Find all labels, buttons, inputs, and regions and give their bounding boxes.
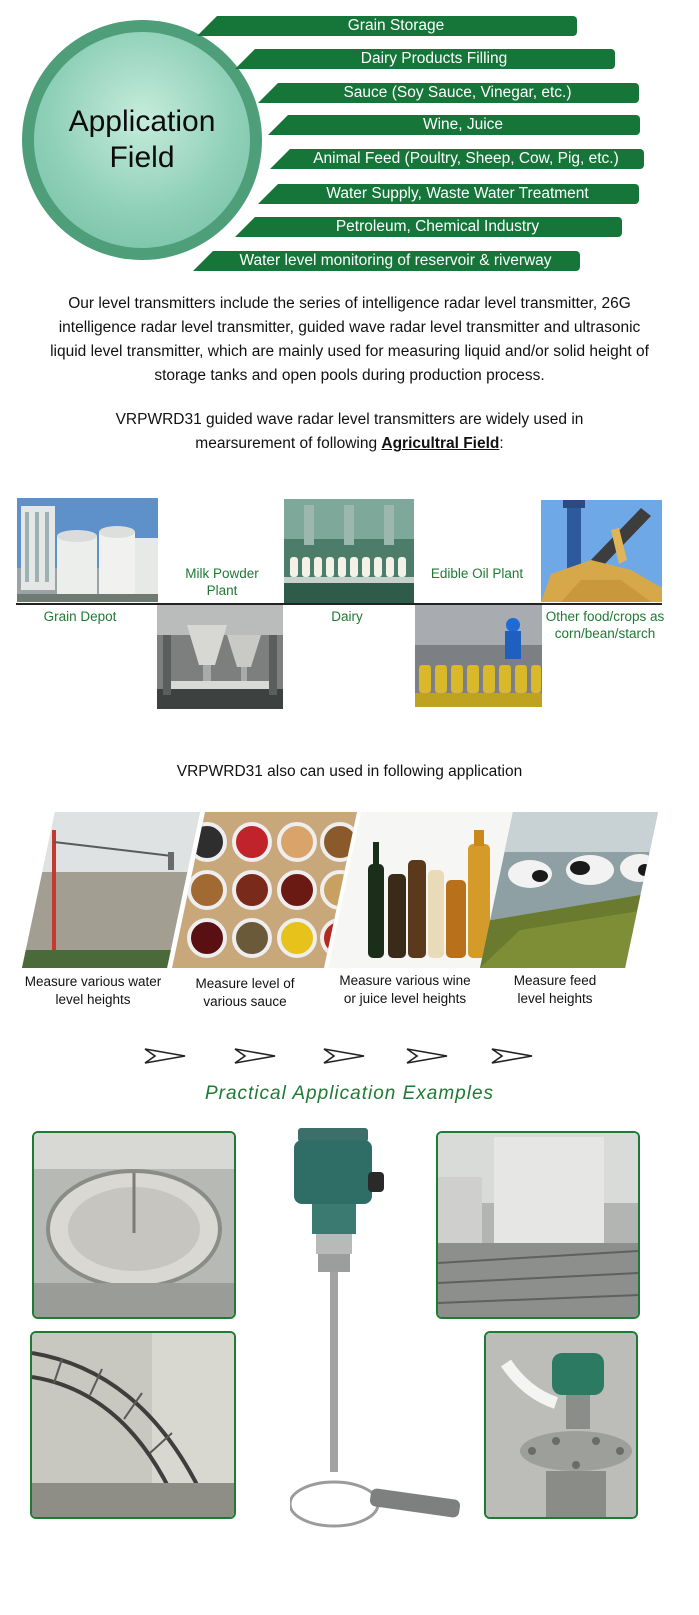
sauce-photo bbox=[172, 812, 357, 968]
edible-oil-caption: Edible Oil Plant bbox=[430, 566, 524, 581]
grain-depot-photo bbox=[17, 498, 158, 602]
dairy-caption: Dairy bbox=[331, 609, 363, 624]
application-field-circle-inner: Application Field bbox=[34, 32, 250, 248]
application-field-section: Application Field Grain Storage Dairy Pr… bbox=[0, 0, 699, 290]
radar-level-transmitter-product bbox=[290, 1128, 461, 1528]
agricultural-intro: VRPWRD31 guided wave radar level transmi… bbox=[90, 408, 609, 456]
field-item-label: Animal Feed (Poultry, Sheep, Cow, Pig, e… bbox=[313, 150, 619, 167]
other-food-photo bbox=[541, 500, 662, 602]
field-item-dairy-filling: Dairy Products Filling bbox=[235, 49, 615, 69]
milk-powder-caption: Milk Powder Plant bbox=[185, 566, 259, 598]
field-item-label: Dairy Products Filling bbox=[360, 50, 508, 67]
field-item-label: Sauce (Soy Sauce, Vinegar, etc.) bbox=[343, 84, 572, 101]
arrow-right-icon bbox=[144, 1048, 186, 1064]
dairy-photo bbox=[284, 499, 414, 603]
sauce-caption: Measure level of various sauce bbox=[195, 976, 295, 1009]
field-item-label: Wine, Juice bbox=[422, 116, 504, 133]
agricultural-intro-text: VRPWRD31 guided wave radar level transmi… bbox=[115, 411, 584, 452]
field-item-label: Water level monitoring of reservoir & ri… bbox=[239, 252, 552, 269]
wine-juice-caption: Measure various wine or juice level heig… bbox=[339, 973, 471, 1006]
field-item-label: Water Supply, Waste Water Treatment bbox=[326, 185, 589, 202]
feed-caption: Measure feed level heights bbox=[513, 973, 597, 1006]
edible-oil-photo bbox=[415, 605, 542, 707]
wine-juice-photo bbox=[328, 812, 513, 968]
field-item-label: Petroleum, Chemical Industry bbox=[335, 218, 540, 235]
field-item-wine-juice: Wine, Juice bbox=[268, 115, 640, 135]
example-staircase-photo bbox=[30, 1331, 236, 1519]
agricultural-field-link[interactable]: Agricultral Field bbox=[381, 435, 500, 452]
example-tank-top-photo bbox=[32, 1131, 236, 1319]
other-food-caption: Other food/crops as corn/bean/starch bbox=[545, 609, 665, 641]
arrow-right-icon bbox=[234, 1048, 276, 1064]
also-heading: VRPWRD31 also can used in following appl… bbox=[176, 763, 523, 780]
water-level-photo bbox=[22, 812, 200, 968]
field-item-label: Grain Storage bbox=[347, 17, 445, 34]
arrow-right-icon bbox=[323, 1048, 365, 1064]
arrow-right-icon bbox=[406, 1048, 448, 1064]
field-item-sauce: Sauce (Soy Sauce, Vinegar, etc.) bbox=[258, 83, 639, 103]
agricultural-gallery: Grain Depot Milk Powder Plant bbox=[0, 495, 699, 715]
field-item-water-monitoring: Water level monitoring of reservoir & ri… bbox=[193, 251, 580, 271]
application-field-title: Application Field bbox=[68, 105, 216, 174]
animal-feed-photo bbox=[480, 812, 658, 968]
grain-depot-caption: Grain Depot bbox=[43, 609, 117, 624]
arrow-right-icon bbox=[491, 1048, 533, 1064]
agricultural-intro-colon: : bbox=[499, 435, 504, 452]
example-tanks-site-photo bbox=[436, 1131, 640, 1319]
examples-title: Practical Application Examples bbox=[204, 1083, 495, 1104]
example-installed-transmitter-photo bbox=[484, 1331, 638, 1519]
field-item-animal-feed: Animal Feed (Poultry, Sheep, Cow, Pig, e… bbox=[270, 149, 644, 169]
field-item-grain-storage: Grain Storage bbox=[197, 16, 577, 36]
water-level-caption: Measure various water level heights bbox=[24, 974, 162, 1007]
field-item-petroleum: Petroleum, Chemical Industry bbox=[235, 217, 622, 237]
intro-paragraph: Our level transmitters include the serie… bbox=[50, 295, 649, 384]
milk-powder-photo bbox=[157, 605, 283, 709]
gallery-divider-line bbox=[16, 603, 662, 605]
field-item-water-supply: Water Supply, Waste Water Treatment bbox=[258, 184, 639, 204]
